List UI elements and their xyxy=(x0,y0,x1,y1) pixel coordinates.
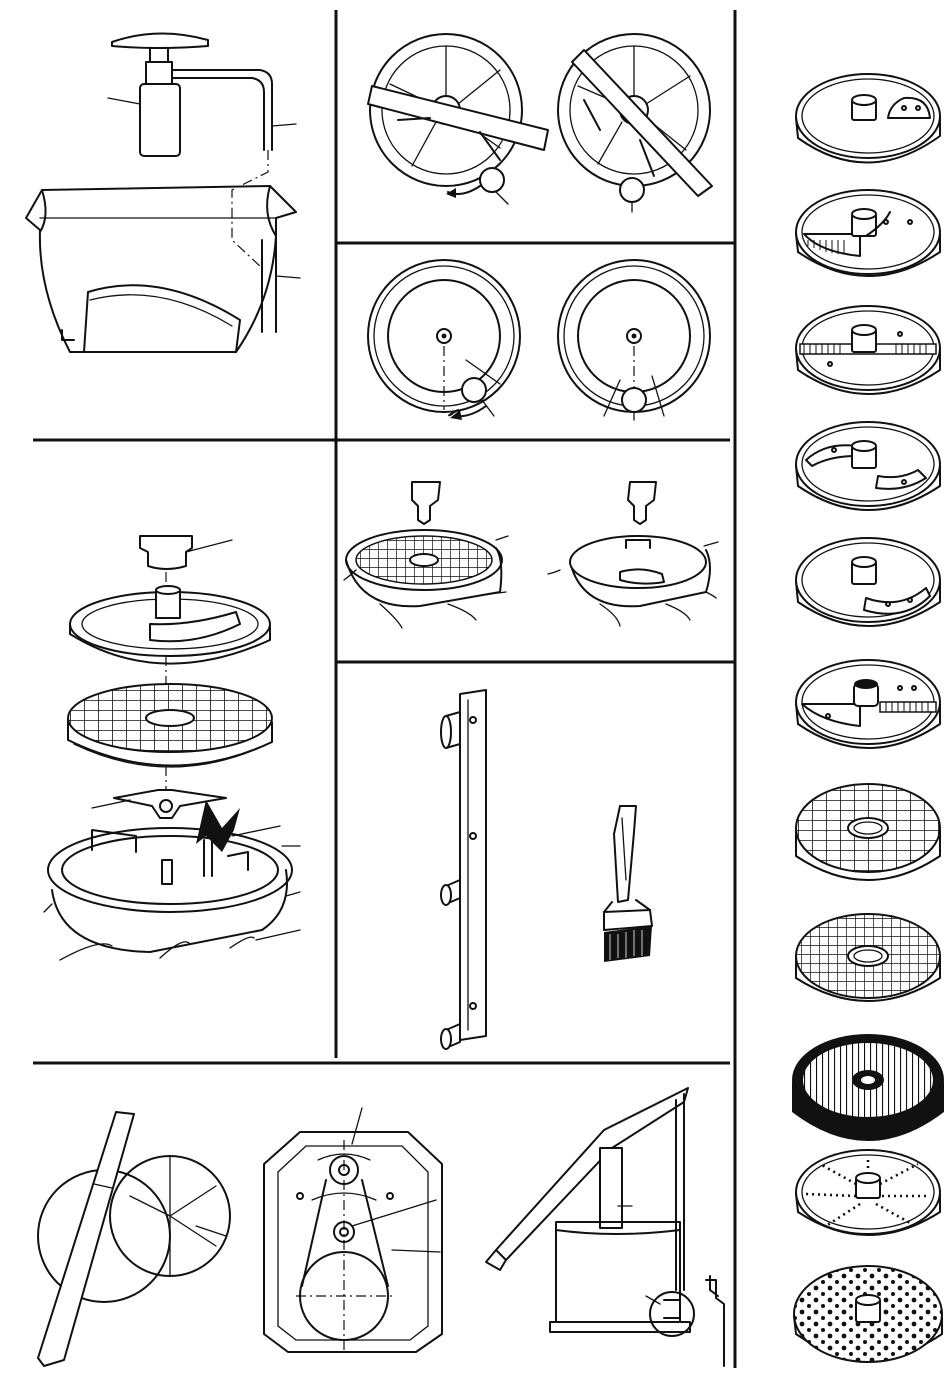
disc-7 xyxy=(796,784,940,880)
disc-6 xyxy=(796,660,940,748)
panel-tool-rack-and-brush xyxy=(441,690,652,1049)
disc-4 xyxy=(796,422,940,510)
disc-10 xyxy=(796,1150,940,1235)
disc-1 xyxy=(796,74,940,163)
panel-lid-and-pusher xyxy=(26,33,300,352)
panel-motor-and-lever xyxy=(38,1088,724,1366)
panel-disc-removal-tool xyxy=(368,34,712,212)
disc-column xyxy=(792,74,944,1362)
panel-dicing-grid-removal xyxy=(344,482,718,628)
disc-3 xyxy=(796,306,940,394)
disc-5 xyxy=(796,538,940,626)
panel-dicing-assembly xyxy=(44,536,300,960)
disc-9 xyxy=(792,1034,944,1141)
disc-8 xyxy=(796,914,940,1001)
disc-2 xyxy=(796,190,940,276)
panel-ejector-alignment xyxy=(368,260,710,420)
disc-11 xyxy=(794,1266,942,1362)
